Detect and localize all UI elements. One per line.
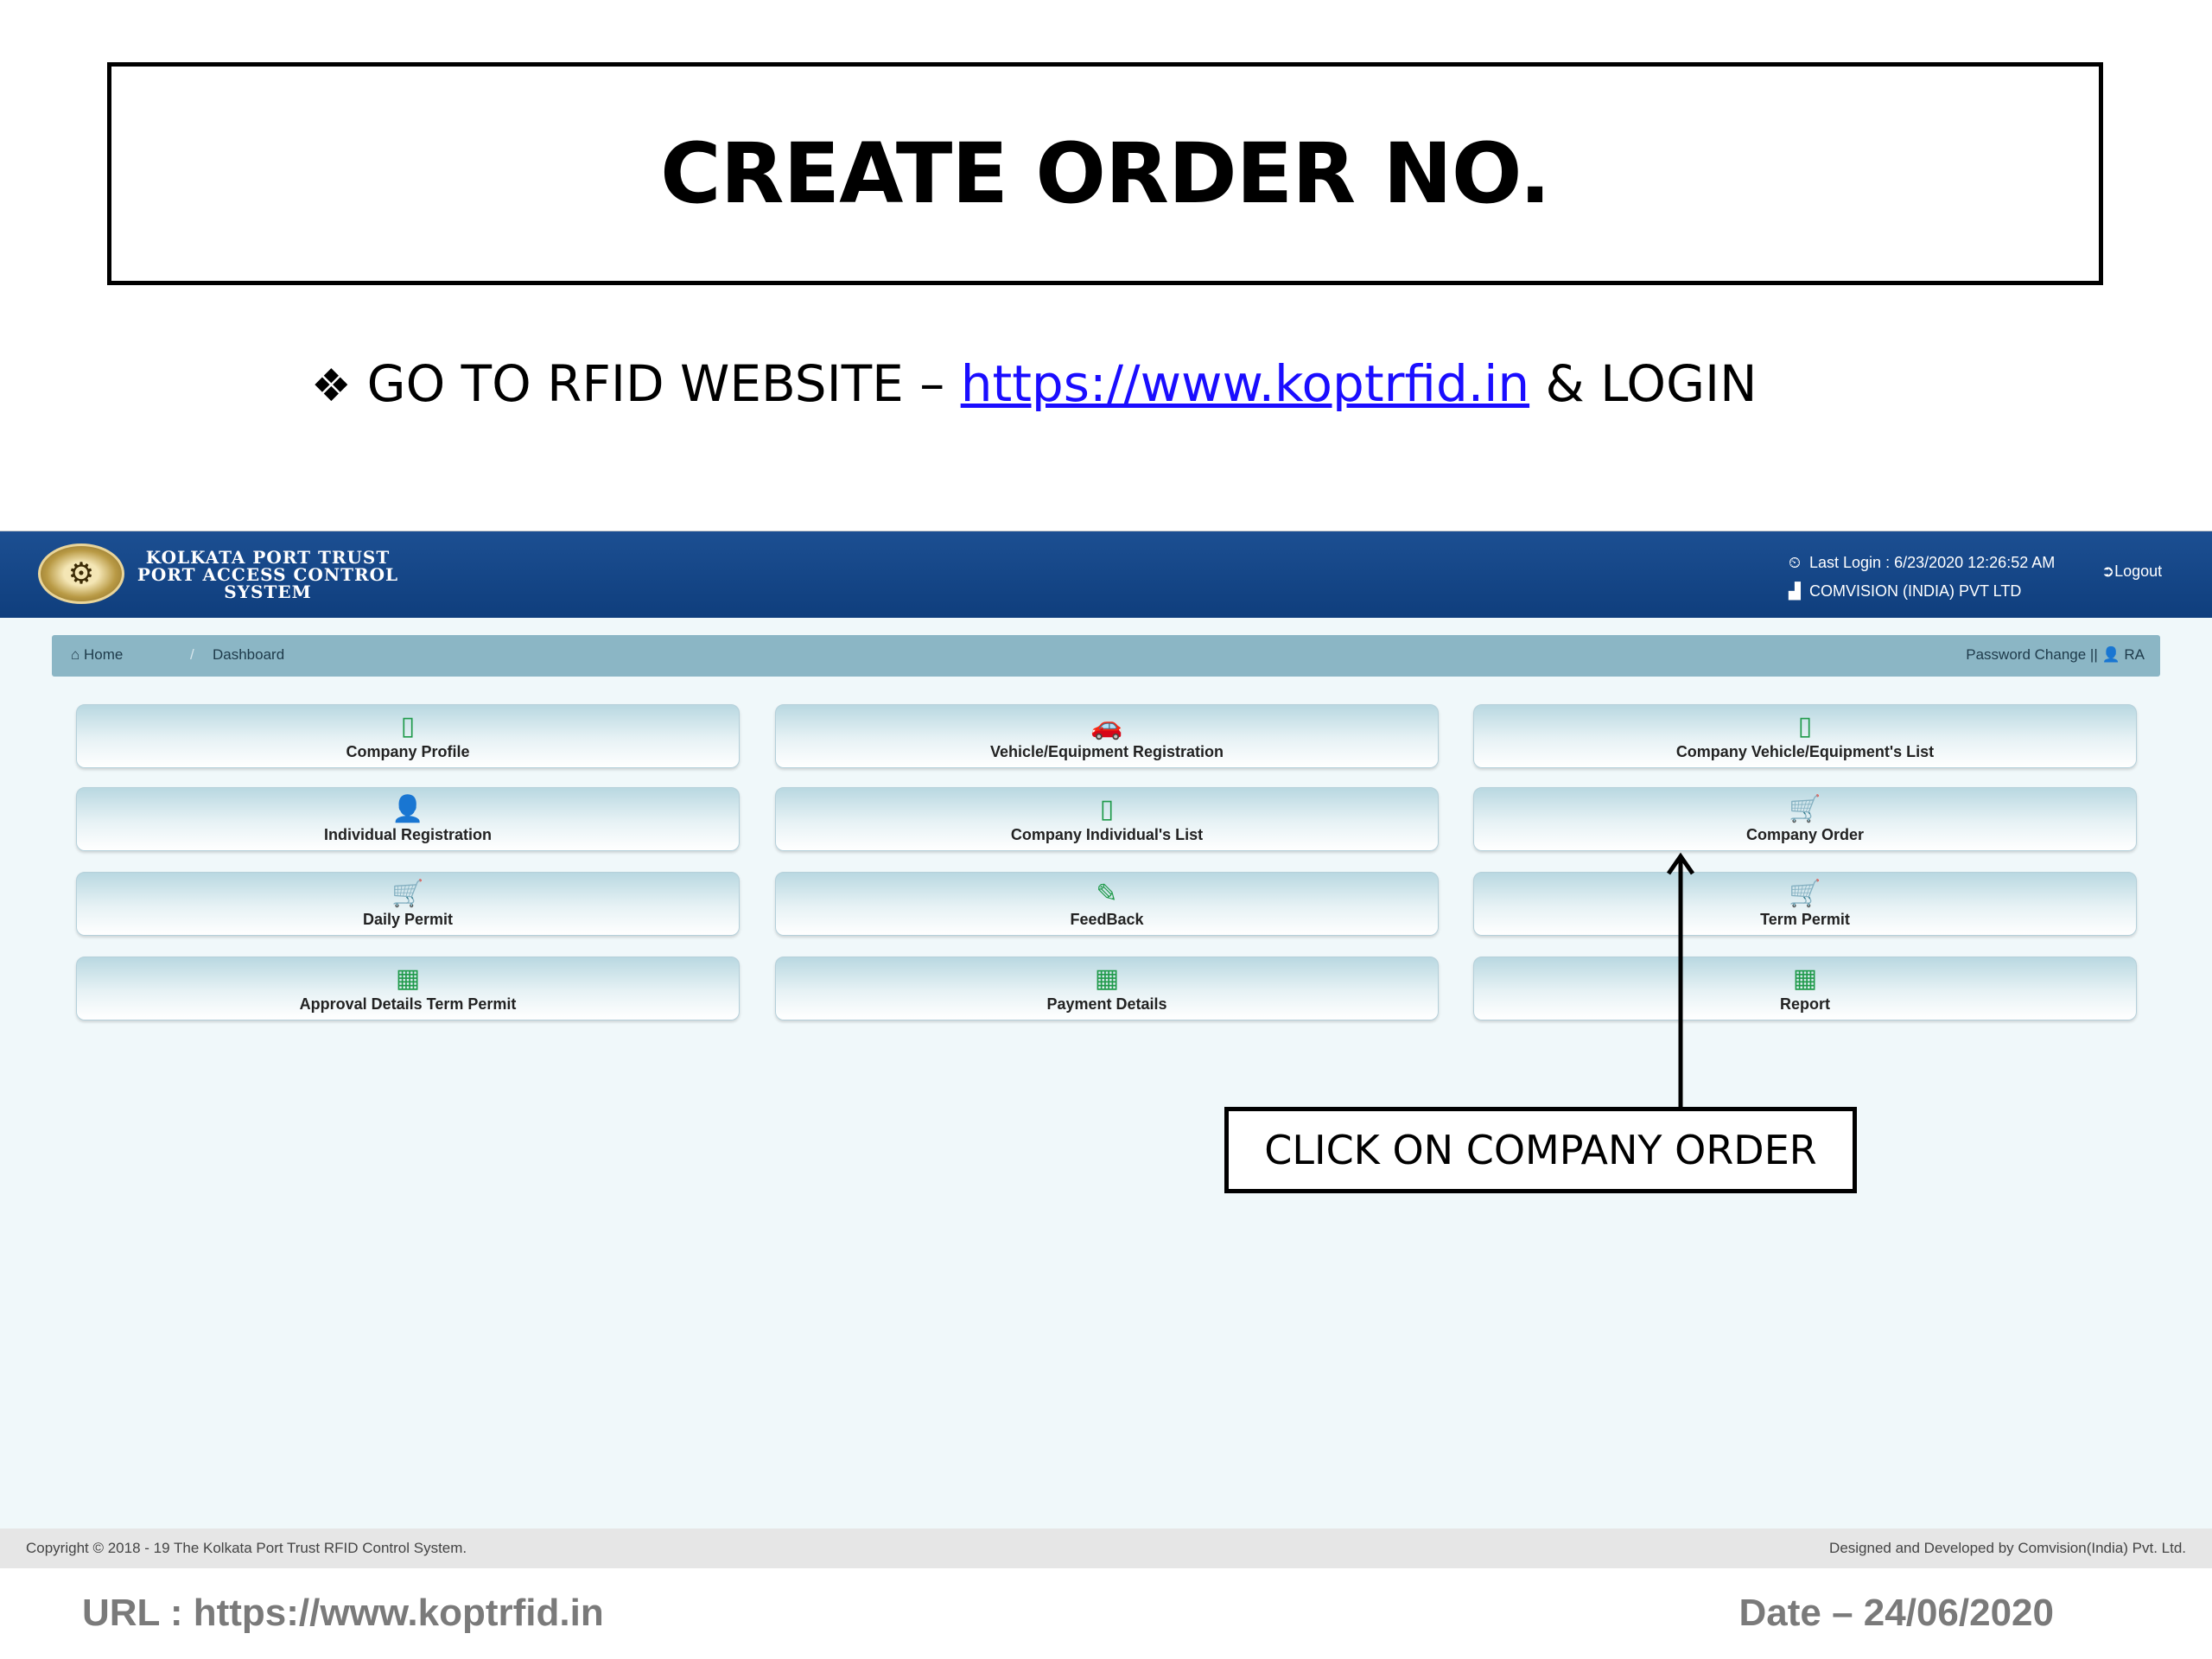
- tile-company-order[interactable]: 🛒 Company Order: [1473, 787, 2137, 851]
- user-icon: 👤: [391, 794, 424, 823]
- list-icon: ▦: [395, 963, 421, 993]
- tile-company-profile[interactable]: ▯Company Profile: [76, 704, 740, 768]
- tile-label: FeedBack: [1070, 910, 1144, 928]
- logo-line-2: PORT ACCESS CONTROL: [137, 564, 399, 585]
- slide-footer-date: Date – 24/06/2020: [1738, 1592, 2054, 1634]
- breadcrumb-home-link[interactable]: ⌂ Home: [71, 646, 124, 663]
- list-icon: ▦: [1792, 963, 1818, 993]
- tile-company-individual-s-list[interactable]: ▯ Company Individual's List: [775, 787, 1439, 851]
- tile-label: Approval Details Term Permit: [299, 995, 517, 1013]
- instruction-line: ❖ GO TO RFID WEBSITE – https://www.koptrf…: [311, 354, 1758, 413]
- callout-box: CLICK ON COMPANY ORDER: [1224, 1107, 1857, 1193]
- instruction-prefix: GO TO RFID WEBSITE –: [366, 354, 945, 413]
- tile-label: Daily Permit: [362, 910, 454, 928]
- logo-line-1: KOLKATA PORT TRUST: [145, 547, 391, 568]
- tile-label: Company Profile: [346, 742, 470, 760]
- logout-icon: ➲: [2101, 563, 2115, 580]
- cart-icon: 🛒: [1789, 794, 1821, 823]
- slide-title-box: CREATE ORDER NO.: [107, 62, 2103, 285]
- car-icon: 🚗: [1090, 711, 1123, 741]
- clock-icon: ⏲: [1789, 554, 1802, 571]
- tile-individual-registration[interactable]: 👤 Individual Registration: [76, 787, 740, 851]
- breadcrumb-current: Dashboard: [213, 646, 285, 663]
- app-footer: Copyright © 2018 - 19 The Kolkata Port T…: [0, 1529, 2212, 1568]
- tile-label: Company Vehicle/Equipment's List: [1675, 742, 1935, 760]
- tile-label: Company Individual's List: [1010, 825, 1204, 843]
- tile-label: Company Order: [1745, 825, 1865, 843]
- breadcrumb-separator: /: [190, 646, 194, 663]
- tile-label: Individual Registration: [323, 825, 493, 843]
- slide-title: CREATE ORDER NO.: [660, 125, 1551, 222]
- header-user-info: ⏲ Last Login : 6/23/2020 12:26:52 AM ▟ COM…: [1789, 549, 2055, 606]
- app-logo-text: KOLKATA PORT TRUST PORT ACCESS CONTROL S…: [130, 549, 406, 601]
- cart-icon: 🛒: [391, 879, 424, 908]
- password-change-link[interactable]: Password Change ||: [1966, 646, 2098, 663]
- copyright-text: Copyright © 2018 - 19 The Kolkata Port T…: [26, 1540, 467, 1556]
- logo-line-3: SYSTEM: [224, 582, 312, 602]
- diamond-bullet-icon: ❖: [311, 360, 352, 412]
- website-link[interactable]: https://www.koptrfid.in: [960, 354, 1530, 413]
- company-name: COMVISION (INDIA) PVT LTD: [1809, 582, 2022, 600]
- port-trust-emblem-icon: ⚙: [38, 543, 124, 604]
- callout-text: CLICK ON COMPANY ORDER: [1264, 1127, 1817, 1173]
- user-name[interactable]: RA: [2124, 646, 2145, 663]
- callout-arrow-head-icon: [1666, 852, 1695, 875]
- tablet-icon: ▯: [1797, 711, 1813, 741]
- tile-approval-details-term-permit[interactable]: ▦ Approval Details Term Permit: [76, 957, 740, 1020]
- tablet-icon: ▯: [1099, 794, 1115, 823]
- home-icon: ⌂: [71, 646, 84, 663]
- instruction-suffix: & LOGIN: [1545, 354, 1758, 413]
- tile-vehicle-equipment-registration[interactable]: 🚗Vehicle/Equipment Registration: [775, 704, 1439, 768]
- tile-payment-details[interactable]: ▦ Payment Details: [775, 957, 1439, 1020]
- arrow-overlay: [1666, 852, 1695, 1107]
- developer-credit: Designed and Developed by Comvision(Indi…: [1829, 1540, 2186, 1556]
- tile-company-vehicle-equipment-s-list[interactable]: ▯Company Vehicle/Equipment's List: [1473, 704, 2137, 768]
- tile-label: Term Permit: [1760, 910, 1850, 928]
- tile-term-permit[interactable]: 🛒 Term Permit: [1473, 872, 2137, 936]
- tile-label: Vehicle/Equipment Registration: [989, 742, 1224, 760]
- user-icon: 👤: [2101, 646, 2120, 663]
- tile-label: Payment Details: [1046, 995, 1167, 1013]
- tile-report[interactable]: ▦ Report: [1473, 957, 2137, 1020]
- app-screenshot: ⚙ KOLKATA PORT TRUST PORT ACCESS CONTROL…: [0, 531, 2212, 1568]
- breadcrumb: ⌂ Home / Dashboard Password Change || 👤 …: [52, 635, 2160, 677]
- app-header: ⚙ KOLKATA PORT TRUST PORT ACCESS CONTROL…: [0, 531, 2212, 618]
- cart-icon: 🛒: [1789, 879, 1821, 908]
- slide-footer-url: URL : https://www.koptrfid.in: [82, 1592, 604, 1634]
- last-login: Last Login : 6/23/2020 12:26:52 AM: [1809, 554, 2056, 571]
- list-icon: ▦: [1094, 963, 1120, 993]
- breadcrumb-right: Password Change || 👤 RA: [1966, 646, 2145, 664]
- logout-button[interactable]: ➲Logout: [2101, 563, 2163, 580]
- building-icon: ▟: [1789, 582, 1801, 600]
- tablet-icon: ▯: [400, 711, 416, 741]
- edit-icon: ✎: [1096, 879, 1118, 908]
- tile-feedback[interactable]: ✎ FeedBack: [775, 872, 1439, 936]
- tile-label: Report: [1780, 995, 1830, 1013]
- tile-daily-permit[interactable]: 🛒 Daily Permit: [76, 872, 740, 936]
